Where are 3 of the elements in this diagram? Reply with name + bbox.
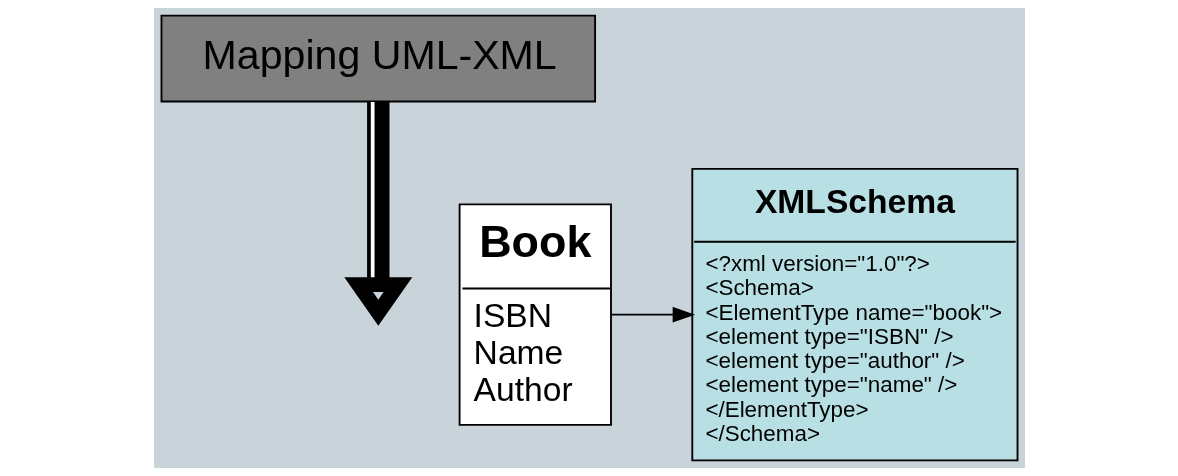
arrow [343,102,412,326]
node-box: Mapping UML-XML [160,14,596,103]
arrow [610,306,695,323]
